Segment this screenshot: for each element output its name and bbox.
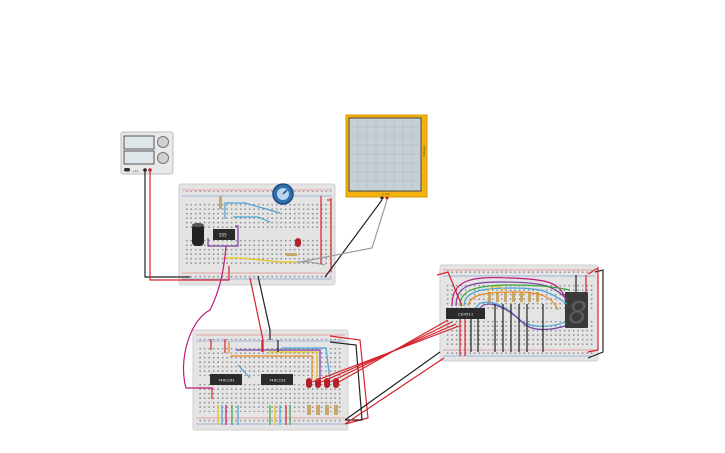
- led-top[interactable]: [295, 238, 301, 247]
- resistor-bit-0[interactable]: [307, 405, 311, 415]
- resistor-top-2[interactable]: [286, 253, 297, 256]
- seven-segment-display[interactable]: [565, 292, 588, 328]
- led-bit-0[interactable]: [306, 378, 312, 388]
- oscilloscope-side-label: Voltage: [422, 146, 426, 157]
- breadboard-top[interactable]: 555: [178, 183, 336, 286]
- led-bit-3[interactable]: [333, 378, 339, 388]
- resistor-bit-1[interactable]: [316, 405, 320, 415]
- electrolytic-capacitor[interactable]: [192, 224, 204, 246]
- ic-counter-left-label: 74HC161: [218, 379, 235, 383]
- oscilloscope-probe-positive[interactable]: [385, 196, 389, 200]
- ic-555[interactable]: [213, 229, 235, 240]
- oscilloscope-probe-negative[interactable]: [380, 196, 384, 200]
- ic-decoder-label: CD4511: [458, 312, 474, 317]
- oscilloscope-bottom-label: 1 ms: [382, 192, 390, 196]
- resistor-top-1[interactable]: [219, 196, 222, 209]
- ic-counter-right[interactable]: [261, 374, 293, 385]
- oscilloscope[interactable]: Voltage 1 ms: [345, 114, 428, 200]
- power-supply[interactable]: +5V: [120, 131, 174, 175]
- ic-555-label: 555: [219, 233, 227, 238]
- seven-segment-digit: 8: [568, 296, 587, 331]
- power-supply-output-label: +5V: [132, 169, 139, 173]
- breadboard-bottom[interactable]: 74HC161 74HC192: [192, 329, 349, 431]
- breadboard-right[interactable]: CD4511 8: [436, 264, 604, 362]
- interconnect-wires[interactable]: [144, 171, 460, 425]
- ic-counter-right-label: 74HC192: [269, 379, 286, 383]
- ic-counter-left[interactable]: [210, 374, 242, 385]
- ic-decoder[interactable]: [446, 308, 485, 319]
- resistor-bit-2[interactable]: [325, 405, 329, 415]
- resistor-bit-3[interactable]: [334, 405, 338, 415]
